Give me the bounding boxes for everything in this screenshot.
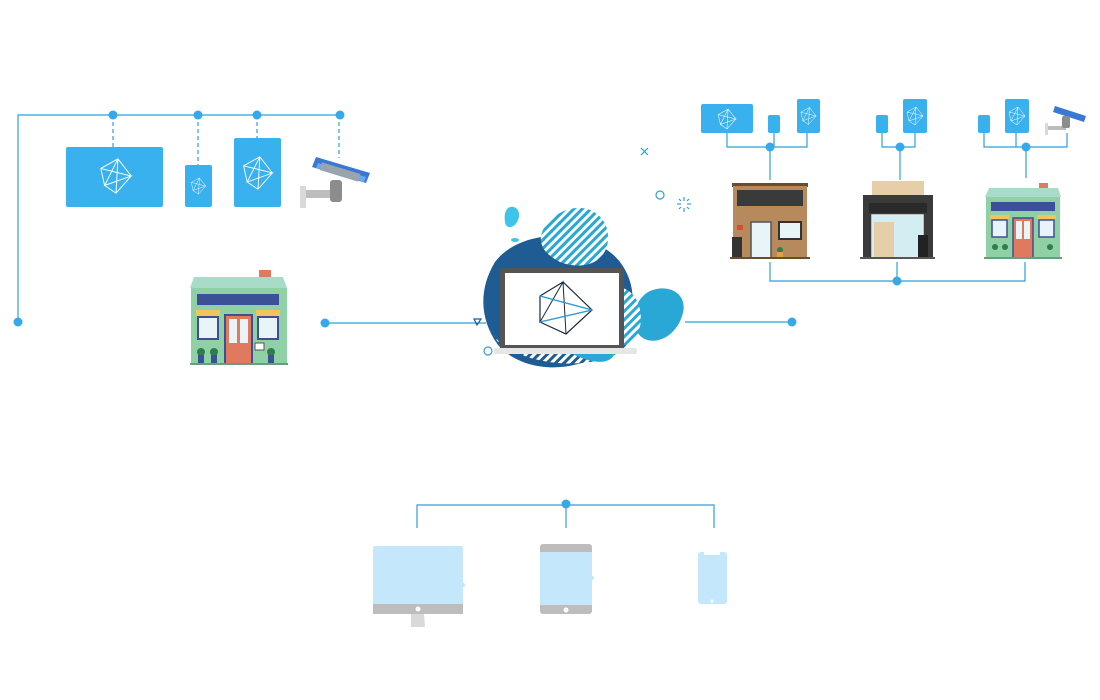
left-network [13, 110, 486, 365]
node-dot [13, 317, 23, 327]
phone-display-icon [185, 165, 212, 207]
node-dot [193, 110, 203, 120]
store-1-displays [701, 99, 820, 180]
phone-display-icon [768, 115, 780, 133]
landscape-display-icon [701, 104, 753, 133]
store-3-displays [978, 99, 1086, 178]
smartphone-device-icon [698, 552, 727, 604]
tablet-device-icon [540, 544, 594, 614]
cafe-store-icon [860, 181, 935, 259]
node-dot [335, 110, 345, 120]
tablet-display-icon [797, 99, 820, 133]
tablet-display-icon [234, 138, 281, 207]
security-camera-icon [1045, 106, 1086, 135]
phone-display-icon [978, 115, 990, 133]
node-dot [320, 318, 330, 328]
node-dot [787, 317, 797, 327]
security-camera-icon [300, 157, 370, 208]
tablet-display-icon [1005, 99, 1029, 133]
laptop-hub-icon [494, 268, 637, 354]
shop-building-icon [190, 270, 288, 365]
desktop-monitor-icon [373, 546, 465, 627]
green-store-icon [984, 183, 1062, 259]
bottom-devices [373, 499, 727, 627]
node-dot [561, 499, 571, 509]
store-2-displays [876, 99, 927, 180]
node-dot [252, 110, 262, 120]
node-dot [108, 110, 118, 120]
brick-store-icon [730, 183, 810, 259]
phone-display-icon [876, 115, 888, 133]
central-hub [473, 147, 691, 368]
right-network [685, 99, 1086, 327]
tablet-display-icon [903, 99, 927, 133]
landscape-display-icon [66, 147, 163, 207]
